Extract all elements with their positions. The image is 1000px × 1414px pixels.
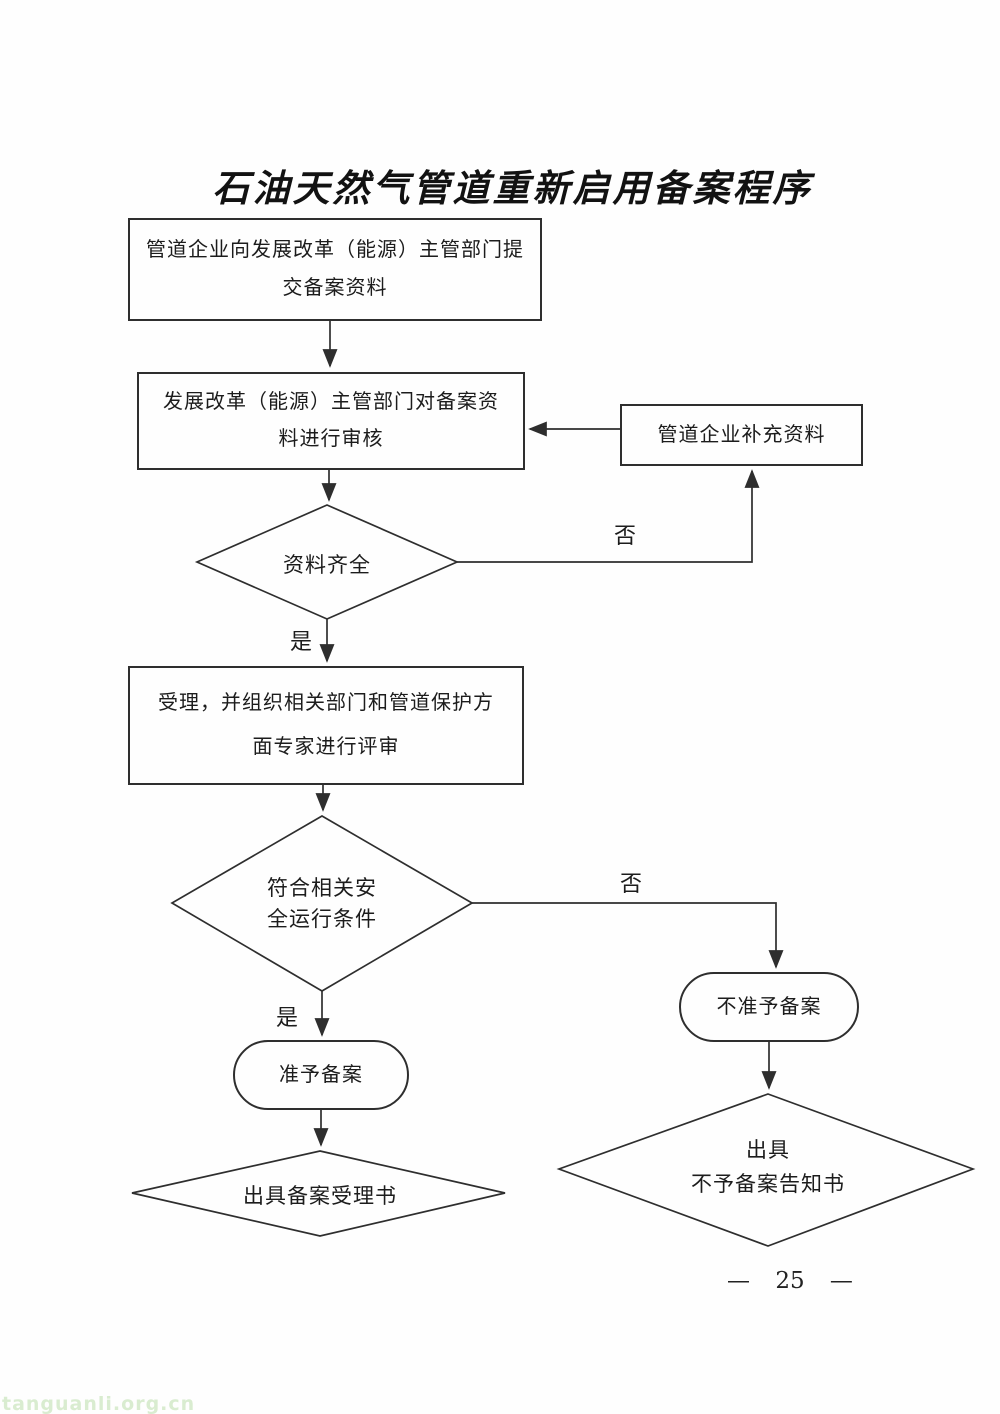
edge-label-yes-1: 是 [290,629,313,654]
node-supplement: 管道企业补充资料 [620,404,863,466]
node-supplement-label: 管道企业补充资料 [657,423,826,446]
label-issue-rejection: 出具 不予备案告知书 [658,1134,878,1202]
label-check-safety-line1: 符合相关安 [267,877,377,900]
node-accept-review-line2: 面专家进行评审 [252,736,400,758]
page-number: — 25 — [727,1268,853,1294]
node-review: 发展改革（能源）主管部门对备案资 料进行审核 [137,372,525,470]
label-issue-rejection-line1: 出具 [746,1139,790,1162]
node-review-line1: 发展改革（能源）主管部门对备案资 [163,391,499,413]
node-reject: 不准予备案 [679,972,859,1042]
diamond-issue-rejection [556,1093,976,1247]
node-submit-line1: 管道企业向发展改革（能源）主管部门提 [146,238,524,261]
node-reject-label: 不准予备案 [716,995,822,1018]
node-approve: 准予备案 [233,1040,409,1110]
edge-label-yes-2: 是 [276,1005,299,1030]
node-review-line2: 料进行审核 [278,428,384,450]
node-approve-label: 准予备案 [279,1063,363,1086]
label-issue-acceptance: 出具备案受理书 [243,1185,397,1208]
node-accept-review-line1: 受理，并组织相关部门和管道保护方 [158,692,494,714]
edge-checkcomplete-supplement [457,469,760,563]
watermark: tanguanli.org.cn [2,1393,196,1414]
label-check-complete: 资料齐全 [283,554,371,577]
edge-checksafety-reject [472,902,784,969]
diamond-check-safety [170,815,474,992]
edge-label-no-1: 否 [614,523,637,548]
label-check-safety-line2: 全运行条件 [267,908,377,931]
diamond-issue-acceptance [131,1150,506,1237]
edge-label-no-2: 否 [620,871,643,896]
label-check-safety: 符合相关安 全运行条件 [230,873,414,935]
node-submit: 管道企业向发展改革（能源）主管部门提 交备案资料 [128,218,542,321]
page-title: 石油天然气管道重新启用备案程序 [212,166,813,210]
diamond-check-complete [194,504,460,620]
node-accept-review: 受理，并组织相关部门和管道保护方 面专家进行评审 [128,666,524,785]
label-issue-rejection-line2: 不予备案告知书 [691,1173,845,1196]
node-submit-line2: 交备案资料 [282,277,388,300]
